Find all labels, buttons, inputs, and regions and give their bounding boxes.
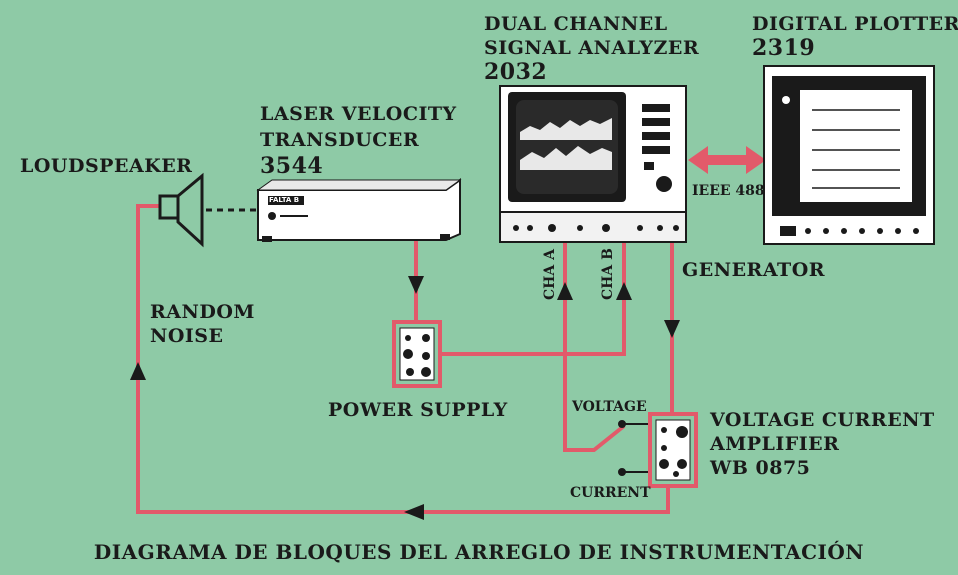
amplifier-label-line1: VOLTAGE CURRENT (710, 409, 935, 431)
ieee-488-label: IEEE 488 (692, 183, 765, 199)
random-noise-wire (136, 204, 670, 514)
cha-a-wire (563, 232, 626, 452)
analyzer-label-line1: DUAL CHANNEL (484, 13, 668, 35)
cha-a-label: CHA A (542, 249, 558, 300)
plotter-model: 2319 (752, 35, 816, 61)
arrow-up-cha-a (557, 282, 573, 300)
random-noise-label-line2: NOISE (150, 325, 224, 347)
amplifier-label-line2: AMPLIFIER (710, 433, 840, 455)
analyzer-label-line2: SIGNAL ANALYZER (484, 37, 700, 59)
voltage-label: VOLTAGE (572, 399, 647, 415)
loudspeaker-label: LOUDSPEAKER (20, 155, 193, 177)
arrow-up-cha-b (616, 282, 632, 300)
plotter-label: DIGITAL PLOTTER (752, 13, 958, 35)
ieee-488-link (688, 146, 766, 174)
laser-label-line1: LASER VELOCITY (260, 103, 457, 125)
laser-model: 3544 (260, 153, 324, 179)
arrow-up-noise (130, 362, 146, 380)
current-label: CURRENT (570, 485, 651, 501)
amplifier-model: WB 0875 (710, 457, 811, 479)
random-noise-label-line1: RANDOM (150, 301, 255, 323)
analyzer-model: 2032 (484, 59, 548, 85)
laser-panel-text: FALTA B (269, 196, 300, 204)
digital-plotter-device (763, 65, 935, 245)
arrow-down-laser (408, 276, 424, 294)
signal-analyzer-device (499, 85, 687, 243)
loudspeaker-icon (158, 172, 204, 248)
diagram-title: DIAGRAMA DE BLOQUES DEL ARREGLO DE INSTR… (93, 540, 865, 564)
power-supply-label: POWER SUPPLY (328, 399, 508, 421)
cha-b-wire (440, 232, 626, 356)
cha-b-label: CHA B (600, 248, 616, 300)
arrow-left-loop (404, 504, 424, 520)
power-supply-device (392, 320, 442, 388)
amplifier-device (648, 412, 698, 488)
laser-label-line2: TRANSDUCER (260, 129, 420, 151)
laser-transducer-device (256, 178, 462, 242)
arrow-down-generator (664, 320, 680, 338)
generator-label: GENERATOR (682, 259, 826, 281)
